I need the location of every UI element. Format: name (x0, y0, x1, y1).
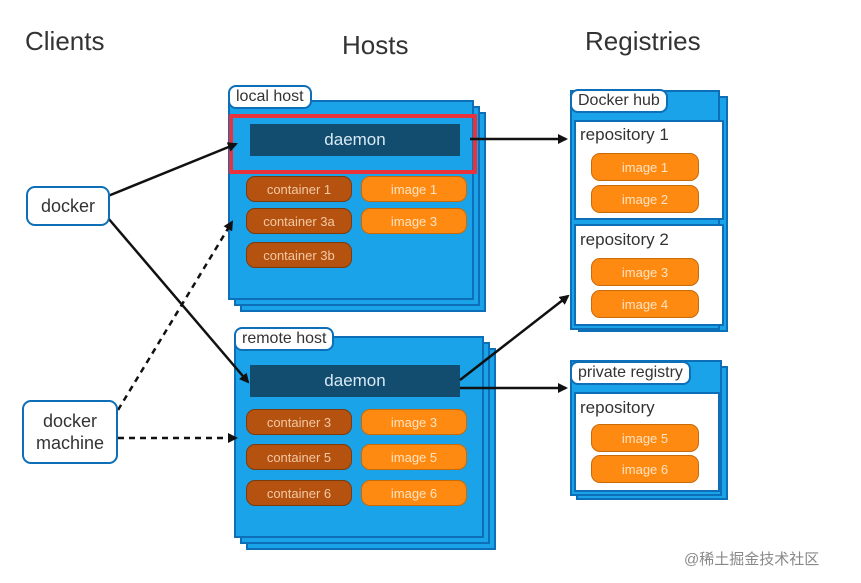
remote-image-3: image 3 (361, 409, 467, 435)
private-image-6: image 6 (591, 455, 699, 483)
watermark-text: @稀土掘金技术社区 (684, 551, 820, 568)
local-daemon: daemon (250, 124, 460, 156)
arrow-remote-daemon-to-repository-2 (459, 294, 570, 381)
remote-image-6: image 6 (361, 480, 467, 506)
docker-machine-client: docker machine (22, 400, 118, 464)
docker-machine-line-1: docker (42, 411, 98, 431)
hub-repo1-image-2: image 2 (591, 185, 699, 213)
local-container-3a: container 3a (246, 208, 352, 234)
remote-daemon: daemon (250, 365, 460, 397)
hosts-title: Hosts (342, 30, 409, 60)
arrow-docker-to-remote-daemon (107, 217, 250, 384)
clients-title: Clients (25, 26, 105, 56)
registries-title: Registries (585, 26, 701, 56)
arrow-machine-to-local-host (116, 220, 234, 411)
local-container-3b: container 3b (246, 242, 352, 268)
docker-hub-label: Docker hub (570, 89, 668, 113)
remote-image-5: image 5 (361, 444, 467, 470)
local-image-3: image 3 (361, 208, 467, 234)
repository-2-label: repository 2 (580, 230, 669, 249)
private-registry-label: private registry (570, 361, 691, 385)
local-container-1: container 1 (246, 176, 352, 202)
arrow-docker-to-local-daemon (107, 142, 238, 198)
hub-repo2-image-4: image 4 (591, 290, 699, 318)
repository-1-label: repository 1 (580, 125, 669, 144)
remote-container-6: container 6 (246, 480, 352, 506)
docker-machine-line-2: machine (35, 433, 105, 453)
local-host-label: local host (228, 85, 312, 109)
private-image-5: image 5 (591, 424, 699, 452)
remote-host-label: remote host (234, 327, 335, 351)
private-repository-label: repository (580, 398, 655, 417)
hub-repo2-image-3: image 3 (591, 258, 699, 286)
remote-container-5: container 5 (246, 444, 352, 470)
hub-repo1-image-1: image 1 (591, 153, 699, 181)
local-image-1: image 1 (361, 176, 467, 202)
remote-container-3: container 3 (246, 409, 352, 435)
docker-client: docker (26, 186, 110, 226)
